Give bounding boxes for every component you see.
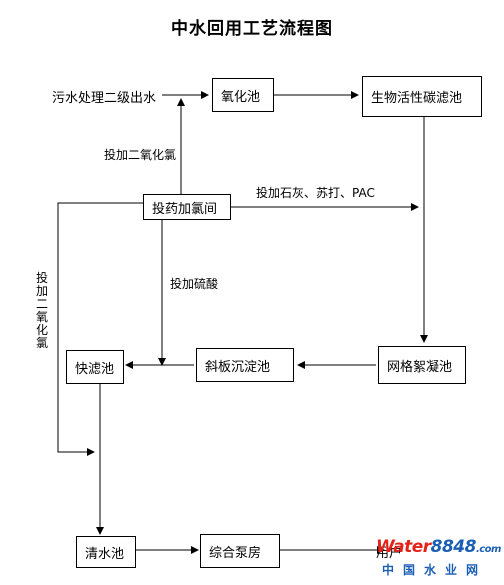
- label-sulfuric-acid: 投加硫酸: [170, 277, 219, 291]
- node-user: 用户: [376, 546, 403, 561]
- watermark-logo: Water8848.com 中国水业网: [376, 537, 501, 581]
- node-oxidation: 氧化池: [212, 78, 274, 112]
- watermark-brand-blue: 8848: [430, 537, 477, 557]
- node-pump-room-label: 综合泵房: [209, 545, 262, 561]
- node-clear-water: 清水池: [76, 536, 136, 568]
- node-bac-label: 生物活性碳滤池: [371, 91, 463, 106]
- node-settling-label: 斜板沉淀池: [205, 359, 271, 375]
- label-chlorine-dioxide-left: 投加二氧化氯: [35, 271, 48, 350]
- node-bac: 生物活性碳滤池: [362, 76, 482, 117]
- watermark-brand-suffix: .com: [475, 544, 502, 555]
- node-coagulation-label: 网格絮凝池: [387, 359, 453, 375]
- label-chlorine-dioxide-up: 投加二氧化氯: [104, 148, 177, 162]
- node-pump-room: 综合泵房: [200, 534, 280, 568]
- label-lime-soda-pac: 投加石灰、苏打、PAC: [256, 186, 375, 200]
- node-clear-water-label: 清水池: [85, 546, 125, 562]
- node-settling: 斜板沉淀池: [196, 348, 294, 382]
- arrow-dosing-to-filter-outlet: [57, 202, 143, 456]
- diagram-title: 中水回用工艺流程图: [171, 19, 333, 39]
- watermark-brand-red: Water: [376, 537, 431, 557]
- node-dosing-room: 投药加氯间: [143, 194, 231, 220]
- watermark-brand: Water8848.com: [376, 537, 501, 557]
- node-quick-filter: 快滤池: [66, 350, 124, 384]
- node-quick-filter-label: 快滤池: [75, 361, 115, 377]
- node-coagulation: 网格絮凝池: [378, 346, 466, 384]
- node-dosing-room-label: 投药加氯间: [152, 201, 218, 217]
- watermark-subtitle: 中国水业网: [382, 563, 488, 577]
- node-oxidation-label: 氧化池: [221, 89, 261, 105]
- node-source: 污水处理二级出水: [52, 91, 157, 106]
